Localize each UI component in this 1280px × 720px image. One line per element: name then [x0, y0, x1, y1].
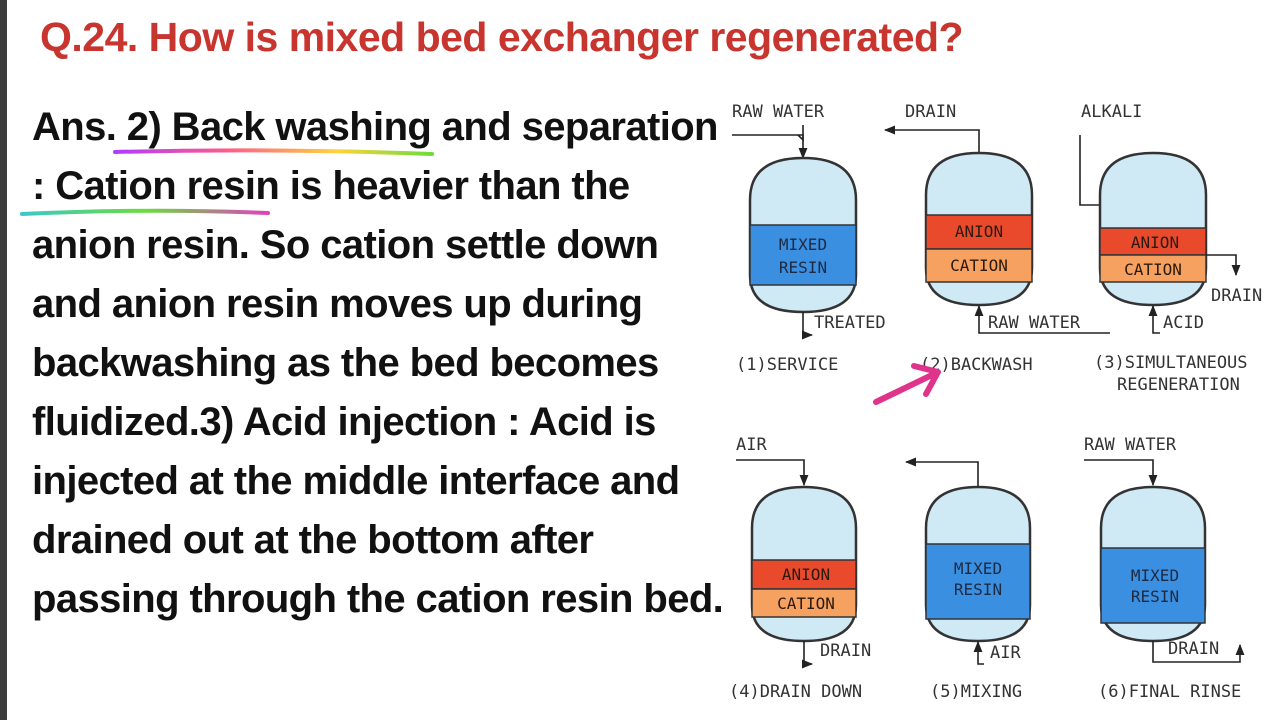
acid-injection-description: Acid is injected at the middle interface… — [32, 400, 724, 621]
backwashing-description: Cation resin is heavier than the anion r… — [32, 164, 659, 444]
and-text: and — [431, 105, 522, 149]
vessel-1-step-label: (1)SERVICE — [736, 355, 838, 375]
vessel-5-step-label: (5)MIXING — [930, 682, 1022, 702]
vessel-2-layer-1: ANION — [955, 222, 1003, 241]
answer-prefix: Ans. — [32, 105, 127, 149]
answer-text: Ans. 2) Back washing and separation : Ca… — [32, 98, 737, 629]
vessel-2-bottom-label: RAW WATER — [988, 313, 1081, 333]
vessel-4-bottom-label: DRAIN — [820, 641, 871, 661]
pointer-arrow — [873, 363, 941, 405]
vessel-3-step-label-line-2: REGENERATION — [1117, 375, 1240, 395]
vessel-3-step-label-line-1: (3)SIMULTANEOUS — [1094, 353, 1248, 373]
vessel-5-layer-1: MIXED — [954, 559, 1002, 578]
vessel-3-side-label: DRAIN — [1211, 286, 1262, 306]
backwashing-heading: 2) Back washing — [126, 105, 432, 149]
separation-heading: separation : — [32, 105, 718, 208]
vessel-6-step-label: (6)FINAL RINSE — [1098, 682, 1241, 702]
vessel-final-rinse: RAW WATER MIXED RESIN DRAIN (6)FINAL RIN… — [1084, 435, 1245, 702]
vessel-2-layer-2: CATION — [950, 256, 1008, 275]
vessel-2-step-label: (2)BACKWASH — [920, 355, 1033, 375]
vessel-5-bottom-label: AIR — [990, 643, 1021, 663]
vessel-3-bottom-label: ACID — [1163, 313, 1204, 333]
vessel-1-layer-2: RESIN — [779, 258, 827, 277]
vessel-4-top-label: AIR — [736, 435, 767, 455]
vessel-4-layer-2: CATION — [777, 594, 835, 613]
underline-highlight-2 — [20, 208, 270, 216]
underline-highlight-1 — [113, 148, 434, 156]
vessel-1-top-label: RAW WATER — [732, 102, 825, 122]
vessel-3-layer-2: CATION — [1124, 260, 1182, 279]
left-edge-bar — [0, 0, 7, 720]
vessel-6-bottom-label: DRAIN — [1168, 639, 1219, 659]
vessel-6-layer-2: RESIN — [1131, 587, 1179, 606]
vessel-2-top-label: DRAIN — [905, 102, 956, 122]
vessel-backwash: DRAIN ANION CATION RAW WATER (2)BACKWASH — [883, 102, 1110, 375]
acid-injection-heading: 3) Acid injection : — [199, 400, 520, 444]
vessel-mixing: MIXED RESIN AIR (5)MIXING — [904, 457, 1032, 702]
vessel-6-top-label: RAW WATER — [1084, 435, 1177, 455]
vessel-4-step-label: (4)DRAIN DOWN — [729, 682, 862, 702]
vessel-4-layer-1: ANION — [782, 565, 830, 584]
question-heading: Q.24. How is mixed bed exchanger regener… — [40, 14, 964, 60]
vessel-regeneration: ALKALI ANION CATION DRAIN ACID (3)SIMULT… — [1079, 102, 1262, 395]
vessel-5-layer-2: RESIN — [954, 580, 1002, 599]
vessel-1-bottom-label: TREATED — [814, 313, 886, 333]
vessel-3-top-label: ALKALI — [1081, 102, 1142, 122]
vessel-drain-down: AIR ANION CATION DRAIN (4)DRAIN DOWN — [729, 435, 871, 702]
vessel-3-layer-1: ANION — [1131, 233, 1179, 252]
vessel-service: RAW WATER MIXED RESIN TREATED (1)SERVICE — [732, 102, 886, 375]
vessel-6-layer-1: MIXED — [1131, 566, 1179, 585]
vessel-1-layer-1: MIXED — [779, 235, 827, 254]
